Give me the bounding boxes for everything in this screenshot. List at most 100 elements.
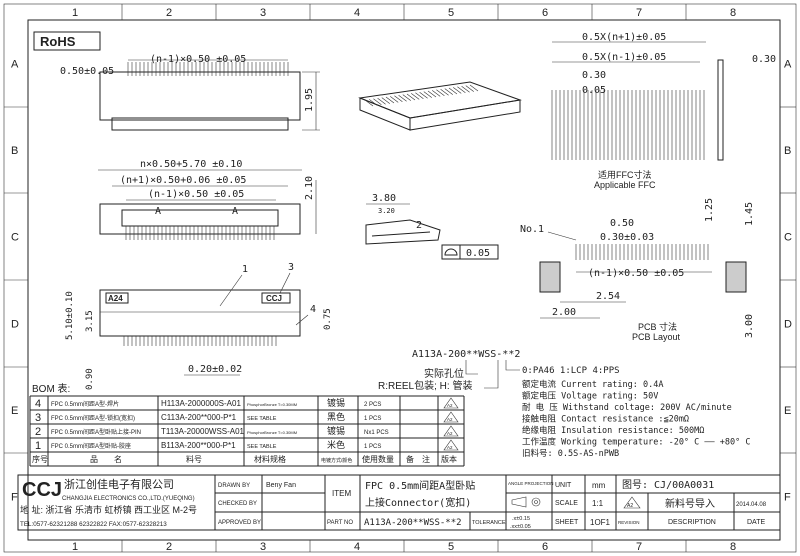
company-tel: TEL:0577-62321288 62322822 FAX:0577-6232… bbox=[20, 521, 167, 528]
unit-label: UNIT bbox=[555, 482, 572, 489]
bom-qty: 1 PCS bbox=[364, 444, 381, 450]
column-label: 2 bbox=[166, 541, 172, 553]
ffc-caption-cn: 适用FFC寸法 bbox=[598, 169, 652, 180]
column-label: 1 bbox=[72, 541, 78, 553]
bom-part: B113A-200**000-P*1 bbox=[161, 441, 236, 450]
bom-part: H113A-2000000S-A01 bbox=[161, 399, 241, 408]
bom-no: 4 bbox=[35, 398, 41, 410]
ffc-caption-en: Applicable FFC bbox=[594, 180, 656, 190]
bom-no: 2 bbox=[35, 426, 41, 438]
company-name-cn: 浙江创佳电子有限公司 bbox=[64, 477, 174, 491]
bom-finish: 镀锡 bbox=[327, 425, 345, 436]
bom-name: FPC 0.5mm间距A型卧贴-胶座 bbox=[51, 442, 131, 450]
callout-4: 4 bbox=[310, 304, 316, 315]
checked-by-label: CHECKED BY bbox=[218, 501, 257, 507]
pcb-dim-300: 3.00 bbox=[744, 314, 755, 338]
row-label: E bbox=[784, 405, 791, 417]
part-code: A113A-200**WSS-**2 bbox=[412, 349, 520, 360]
spec-line: 耐 电 压 Withstand coltage: 200V AC/minute bbox=[522, 402, 732, 413]
column-label: 5 bbox=[448, 541, 454, 553]
column-label: 4 bbox=[354, 7, 360, 19]
pcb-caption-cn: PCB 寸法 bbox=[638, 321, 677, 332]
dim-075: 0.75 bbox=[323, 308, 333, 330]
pcb-dim-pad-width: 0.30±0.03 bbox=[600, 232, 654, 243]
dim-ffc-pitch: 0.5X(n-1)±0.05 bbox=[582, 52, 666, 63]
flatness-symbol-icon bbox=[444, 248, 458, 256]
dim-ffc-030: 0.30 bbox=[582, 70, 606, 81]
dim-pitch-mid: (n-1)×0.50 ±0.05 bbox=[148, 189, 244, 200]
bom-name: FPC 0.5mm间距A型卧贴上接-PIN bbox=[51, 428, 141, 436]
revision-triangle-icon bbox=[443, 411, 459, 423]
row-label: F bbox=[11, 492, 18, 504]
bom-rev: A2 bbox=[447, 403, 453, 408]
bom-header: 备 注 bbox=[406, 454, 430, 464]
bom-material: PhosphorBronze T=0.30MM bbox=[247, 402, 297, 407]
column-label: 2 bbox=[166, 7, 172, 19]
bom-qty: Nx1 PCS bbox=[364, 430, 389, 436]
scale-value: 1:1 bbox=[592, 499, 604, 508]
column-label: 6 bbox=[542, 7, 548, 19]
bom-material: SEE TABLE bbox=[247, 416, 277, 422]
pcb-dim-254: 2.54 bbox=[596, 291, 620, 302]
bom-qty: 2 PCS bbox=[364, 402, 381, 408]
row-label: D bbox=[784, 319, 792, 331]
flatness-value: 0.05 bbox=[466, 248, 490, 259]
row-label: D bbox=[11, 319, 19, 331]
dim-090: 0.90 bbox=[85, 368, 95, 390]
bom-material: SEE TABLE bbox=[247, 444, 277, 450]
marking-ccj: CCJ bbox=[266, 294, 282, 303]
spec-line: 绝缘电阻 Insulation resistance: 500MΩ bbox=[522, 425, 704, 436]
dim-380: 3.80 bbox=[372, 193, 396, 204]
angle-projection-label: ANGLE PROJECTION bbox=[508, 481, 554, 486]
dim-pitch-top: (n-1)×0.50 ±0.05 bbox=[150, 54, 246, 65]
bom-finish: 镀锡 bbox=[327, 397, 345, 408]
pcb-dim-span: (n-1)×0.50 ±0.05 bbox=[588, 268, 684, 279]
dim-overall-length: n×0.50+5.70 ±0.10 bbox=[140, 159, 242, 170]
approved-by-label: APPROVED BY bbox=[218, 520, 261, 526]
item-line2: 上接Connector(宽扣) bbox=[365, 496, 471, 509]
revision-triangle-icon bbox=[443, 425, 459, 437]
bottom-view: A24 CCJ 1 3 4 5.10±0.10 3.15 0.75 0.20±0… bbox=[65, 262, 333, 390]
bom-header: 序号 bbox=[32, 454, 48, 464]
dim-315: 3.15 bbox=[85, 310, 95, 332]
part-no-label: PART NO bbox=[327, 520, 353, 526]
section-view: 3.80 3.20 2 0.05 bbox=[365, 193, 499, 260]
row-label: A bbox=[784, 59, 792, 71]
isometric-view bbox=[358, 81, 522, 131]
bom-no: 3 bbox=[35, 412, 41, 424]
bom-no: 1 bbox=[35, 440, 41, 452]
column-label: 8 bbox=[730, 7, 736, 19]
part-code-note-material: 0:PA46 1:LCP 4:PPS bbox=[522, 366, 620, 376]
mid-view: n×0.50+5.70 ±0.10 (n+1)×0.50+0.06 ±0.05 … bbox=[98, 159, 317, 240]
bom-material: PhosphorBronze T=0.30MM bbox=[247, 430, 297, 435]
bom-part: T113A-20000WSS-A01 bbox=[161, 427, 245, 436]
part-code-note-packing: R:REEL包装; H: 管装 bbox=[378, 379, 472, 392]
drawn-by-value: Beny Fan bbox=[266, 482, 296, 489]
drawing-number: 图号: CJ/00A0031 bbox=[622, 479, 714, 491]
company-address: 地 址: 浙江省 乐清市 虹桥镇 西工业区 M-2号 bbox=[20, 504, 197, 515]
row-label: C bbox=[11, 232, 19, 244]
row-label: B bbox=[784, 145, 791, 157]
description-label: DESCRIPTION bbox=[668, 519, 716, 526]
dim-320: 3.20 bbox=[378, 207, 395, 215]
bom-title: BOM 表: bbox=[32, 382, 70, 395]
top-view: (n-1)×0.50 ±0.05 0.50±0.05 1.95 bbox=[60, 54, 320, 131]
revision-description: 新料号导入 bbox=[665, 497, 715, 510]
marking-a24: A24 bbox=[108, 294, 123, 303]
column-label: 6 bbox=[542, 541, 548, 553]
bom-row: 1 FPC 0.5mm间距A型卧贴-胶座 B113A-200**000-P*1 SEE… bbox=[35, 439, 459, 452]
revision-date: 2014.04.08 bbox=[736, 502, 767, 508]
bom-rev: A2 bbox=[447, 445, 453, 450]
spec-line: 额定电压 Voltage rating: 50V bbox=[522, 391, 658, 402]
section-mark-left: A bbox=[155, 206, 161, 217]
inner-border bbox=[27, 19, 781, 541]
bom-header: 电镀方式/颜色 bbox=[321, 457, 352, 464]
spec-line: 工作温度 Working temperature: -20° C —— +80°… bbox=[522, 437, 750, 448]
part-code-legend: A113A-200**WSS-**2 实际孔位 R:REEL包装; H: 管装 … bbox=[378, 349, 620, 392]
pcb-dim-200: 2.00 bbox=[552, 307, 576, 318]
bom-rev: A2 bbox=[447, 417, 453, 422]
